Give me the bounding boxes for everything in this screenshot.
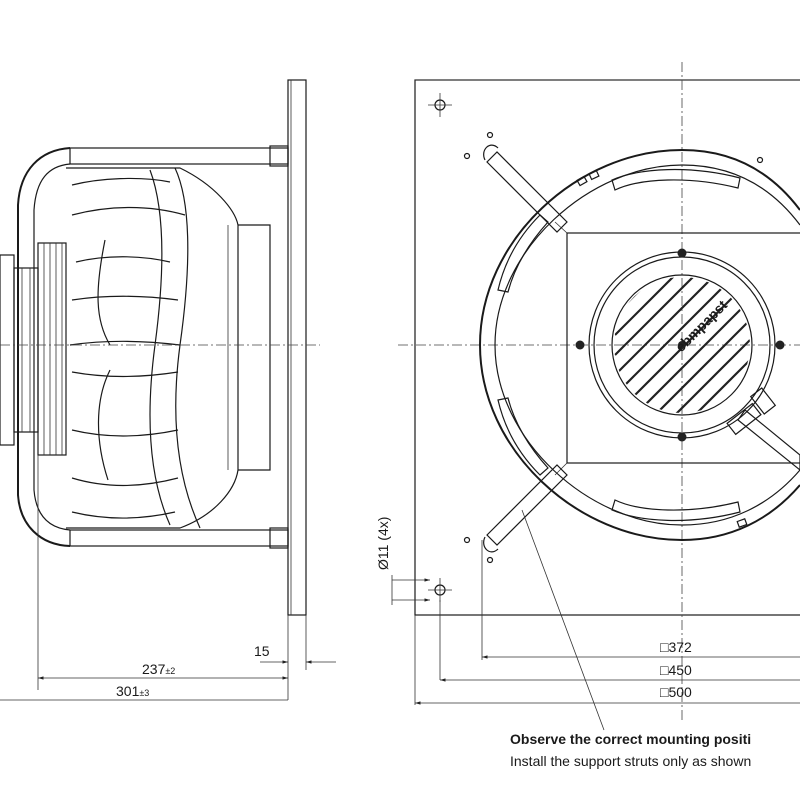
dim-depth-301-tol: ±3 bbox=[139, 688, 149, 698]
frame-bracket bbox=[17, 147, 71, 547]
impeller-side bbox=[66, 167, 271, 529]
svg-text:ebmpapst: ebmpapst bbox=[672, 297, 730, 355]
support-strut-top-left bbox=[483, 144, 568, 233]
support-strut-bottom-left bbox=[483, 464, 568, 553]
motor-brand-label: ebmpapst bbox=[672, 297, 730, 355]
dim-hole-diameter: Ø11 (4x) bbox=[375, 517, 391, 570]
note-heading: Observe the correct mounting positi bbox=[510, 731, 751, 747]
dim-square-372: □372 bbox=[660, 639, 692, 655]
support-strut-top bbox=[69, 147, 289, 165]
support-strut-bottom-right bbox=[737, 409, 800, 471]
svg-text:Ø11 (4x): Ø11 (4x) bbox=[375, 517, 391, 570]
cable-gland bbox=[726, 402, 762, 436]
mounting-hole-bottom-left bbox=[428, 578, 452, 602]
svg-text:15: 15 bbox=[254, 643, 270, 659]
note-body: Install the support struts only as shown bbox=[510, 753, 751, 769]
side-view: 15 237±2 301±3 bbox=[0, 79, 336, 701]
mounting-hole-top-left bbox=[428, 93, 452, 117]
dim-depth-301: 301 bbox=[116, 683, 140, 699]
dim-flange-thickness: 15 bbox=[254, 643, 270, 659]
svg-text:Install the support struts onl: Install the support struts only as shown bbox=[510, 753, 751, 769]
svg-text:□500: □500 bbox=[660, 684, 692, 700]
svg-text:□372: □372 bbox=[660, 639, 692, 655]
svg-text:301±3: 301±3 bbox=[116, 683, 149, 699]
svg-text:Observe the correct mounting p: Observe the correct mounting positi bbox=[510, 731, 751, 747]
dim-square-450: □450 bbox=[660, 662, 692, 678]
svg-text:□450: □450 bbox=[660, 662, 692, 678]
support-strut-bottom bbox=[69, 529, 289, 547]
front-view: ebmpapst Ø11 (4x) □372 □450 □500 Observe… bbox=[375, 62, 800, 769]
dim-square-500: □500 bbox=[660, 684, 692, 700]
inlet-ring bbox=[478, 148, 800, 542]
svg-text:237±2: 237±2 bbox=[142, 661, 175, 677]
motor-plate bbox=[566, 232, 800, 464]
dim-depth-237: 237 bbox=[142, 661, 166, 677]
dim-depth-237-tol: ±2 bbox=[165, 666, 175, 676]
mounting-plate bbox=[287, 79, 307, 616]
